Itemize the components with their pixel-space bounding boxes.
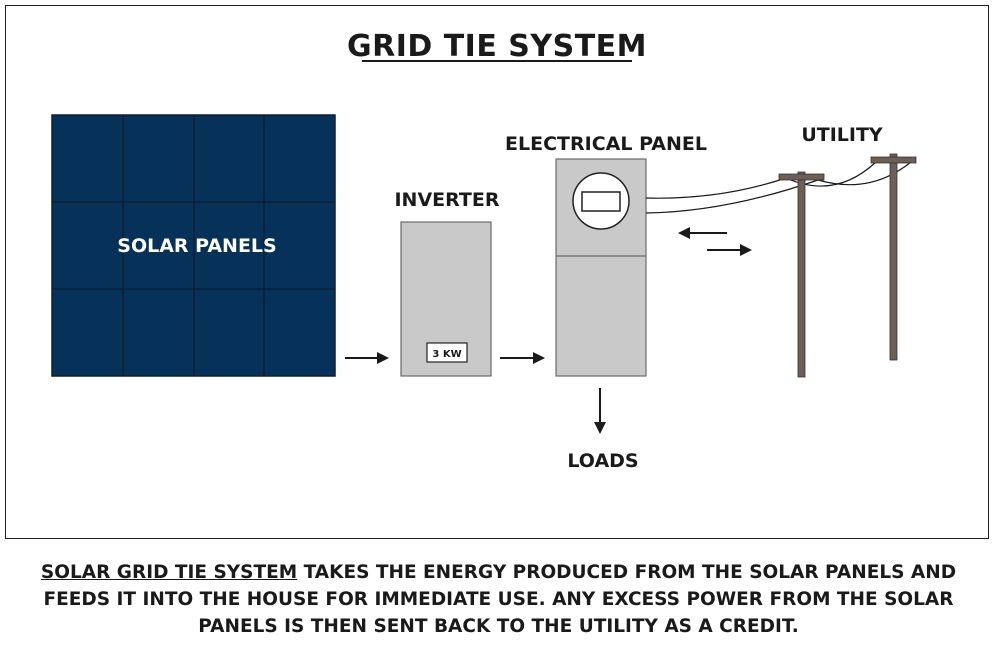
utility-pole-right: [870, 153, 917, 361]
electric-meter-icon: [572, 172, 630, 230]
loads-label: LOADS: [567, 450, 638, 472]
caption-text: TAKES THE ENERGY PRODUCED FROM THE SOLAR…: [43, 562, 957, 637]
diagram-title: GRID TIE SYSTEM: [347, 29, 647, 64]
solar-panels-label: SOLAR PANELS: [117, 235, 276, 257]
arrow-panel-to-loads: [594, 388, 606, 434]
inverter-rating: 3 KW: [432, 349, 461, 360]
arrow-inverter-to-panel: [500, 352, 545, 364]
diagram-frame: [5, 5, 989, 539]
power-lines: [645, 161, 912, 214]
inverter-label: INVERTER: [394, 189, 499, 211]
diagram-caption: SOLAR GRID TIE SYSTEM TAKES THE ENERGY P…: [20, 559, 977, 640]
solar-panel-array: [51, 114, 336, 377]
bidirectional-flow-arrows: [678, 227, 752, 256]
electrical-panel-label: ELECTRICAL PANEL: [505, 133, 707, 155]
utility-label: UTILITY: [801, 124, 883, 146]
utility-pole-left: [778, 171, 825, 378]
caption-highlight: SOLAR GRID TIE SYSTEM: [40, 562, 298, 583]
arrow-panels-to-inverter: [345, 352, 389, 364]
inverter-rating-badge: [426, 342, 468, 363]
